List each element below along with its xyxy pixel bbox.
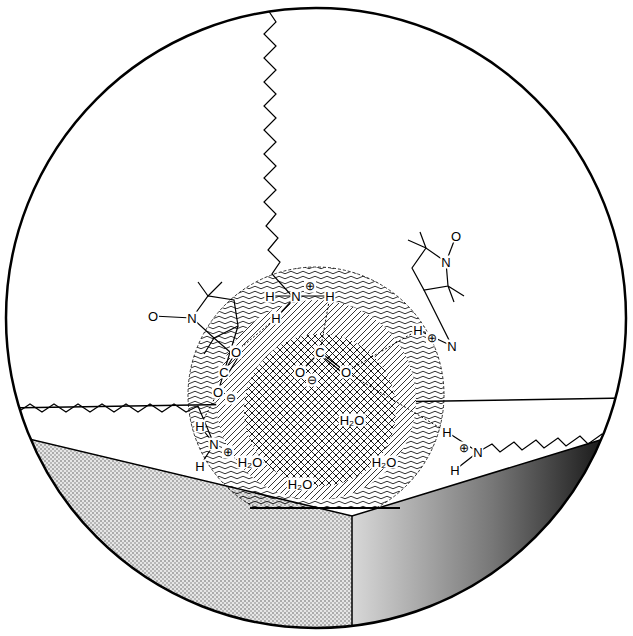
- atom-label: O: [294, 366, 306, 379]
- atom-label: H: [194, 460, 205, 473]
- water-label: H₂O: [237, 456, 264, 469]
- atom-label: N: [440, 256, 451, 269]
- charge-symbol: ⊖: [306, 374, 318, 387]
- atom-label: C: [218, 366, 229, 379]
- water-label: H₂O: [371, 456, 398, 469]
- atom-label: H: [324, 290, 335, 303]
- atom-label: O: [340, 366, 352, 379]
- charge-symbol: ⊖: [225, 392, 237, 405]
- atom-label: N: [446, 340, 457, 353]
- atom-label: N: [290, 290, 301, 303]
- atom-label: H: [449, 464, 460, 477]
- atom-label: N: [472, 446, 483, 459]
- charge-symbol: ⊕: [222, 446, 234, 459]
- atom-label: O: [212, 386, 224, 399]
- atom-label: H: [194, 420, 205, 433]
- charge-symbol: ⊕: [458, 442, 470, 455]
- atom-label: H: [412, 324, 423, 337]
- charge-symbol: ⊕: [426, 332, 438, 345]
- atom-label: H: [441, 426, 452, 439]
- atom-label: H: [264, 290, 275, 303]
- atom-label: O: [450, 230, 462, 243]
- water-label: H₂O: [287, 478, 314, 491]
- atom-label: C: [314, 346, 325, 359]
- atom-label: H: [270, 312, 281, 325]
- atom-label: N: [208, 438, 219, 451]
- water-label: H₂O: [339, 414, 366, 427]
- atom-label: O: [147, 310, 159, 323]
- atom-label: O: [230, 346, 242, 359]
- atom-label: N: [186, 312, 197, 325]
- charge-symbol: ⊕: [304, 280, 316, 293]
